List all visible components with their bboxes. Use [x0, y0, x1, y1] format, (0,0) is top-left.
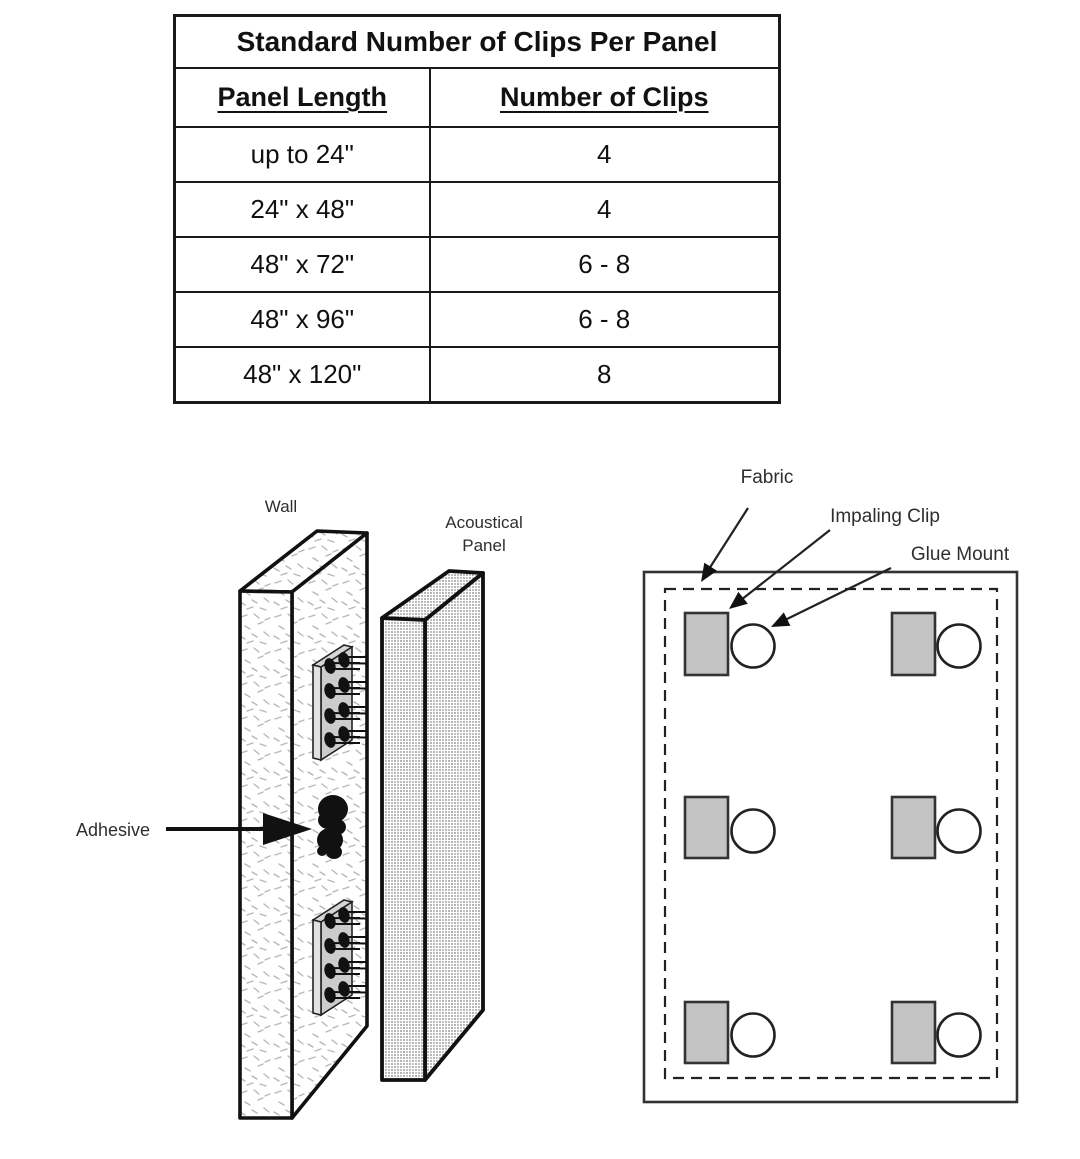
fabric-arrow — [701, 507, 749, 582]
glue-mount-circle — [936, 808, 982, 854]
panel-length-cell: 48" x 120" — [173, 346, 431, 404]
clips-cell: 8 — [428, 346, 781, 404]
glue-mount-label: Glue Mount — [911, 544, 1010, 565]
impaling-clip-square — [890, 1000, 937, 1065]
clips-cell: 4 — [428, 126, 781, 183]
adhesive-arrow — [166, 813, 312, 845]
table-row: 48" x 120" 8 — [173, 346, 781, 404]
acoustical-panel-label-line1: Acoustical — [445, 513, 522, 532]
exploded-view-diagram: Wall Acoustical Panel Adhesive — [76, 497, 523, 1120]
table-row: 48" x 96" 6 - 8 — [173, 291, 781, 348]
adhesive-label: Adhesive — [76, 820, 150, 840]
impaling-clip-label: Impaling Clip — [830, 506, 940, 527]
impaling-clip-square — [683, 611, 730, 677]
wall-drawing — [238, 529, 369, 1120]
glue-mount-arrow — [771, 567, 892, 627]
impaling-clip-square — [890, 611, 937, 677]
fabric-outline — [663, 587, 999, 1080]
acoustical-panel-label-line2: Panel — [462, 536, 505, 555]
panel-layout-diagram: Fabric Impaling Clip Glue Mount — [642, 467, 1019, 1104]
glue-mount-circle — [730, 623, 776, 669]
table-title: Standard Number of Clips Per Panel — [173, 14, 781, 69]
table-title-row: Standard Number of Clips Per Panel — [173, 14, 781, 69]
impaling-clip-square — [683, 1000, 730, 1065]
impaling-clip-square — [890, 795, 937, 860]
impaling-clip-square — [683, 795, 730, 860]
clips-cell: 4 — [428, 181, 781, 238]
glue-mount-circle — [936, 623, 982, 669]
column-header-panel-length: Panel Length — [173, 67, 431, 128]
fabric-label: Fabric — [741, 467, 794, 488]
table-row: 48" x 72" 6 - 8 — [173, 236, 781, 293]
glue-mount-circle — [730, 1012, 776, 1058]
panel-length-cell: up to 24" — [173, 126, 431, 183]
glue-mount-circle — [936, 1012, 982, 1058]
column-header-number-of-clips: Number of Clips — [428, 67, 781, 128]
panel-length-cell: 24" x 48" — [173, 181, 431, 238]
clips-cell: 6 - 8 — [428, 291, 781, 348]
panel-length-cell: 48" x 72" — [173, 236, 431, 293]
clips-per-panel-table: Standard Number of Clips Per Panel Panel… — [173, 14, 781, 404]
table-row: 24" x 48" 4 — [173, 181, 781, 238]
table-header-row: Panel Length Number of Clips — [173, 67, 781, 128]
wall-label: Wall — [265, 497, 297, 516]
impaling-clip-arrow — [729, 529, 831, 609]
table-row: up to 24" 4 — [173, 126, 781, 183]
adhesive-blob — [317, 795, 348, 859]
panel-length-cell: 48" x 96" — [173, 291, 431, 348]
clips-cell: 6 - 8 — [428, 236, 781, 293]
acoustical-panel-drawing — [380, 569, 485, 1082]
glue-mount-circle — [730, 808, 776, 854]
